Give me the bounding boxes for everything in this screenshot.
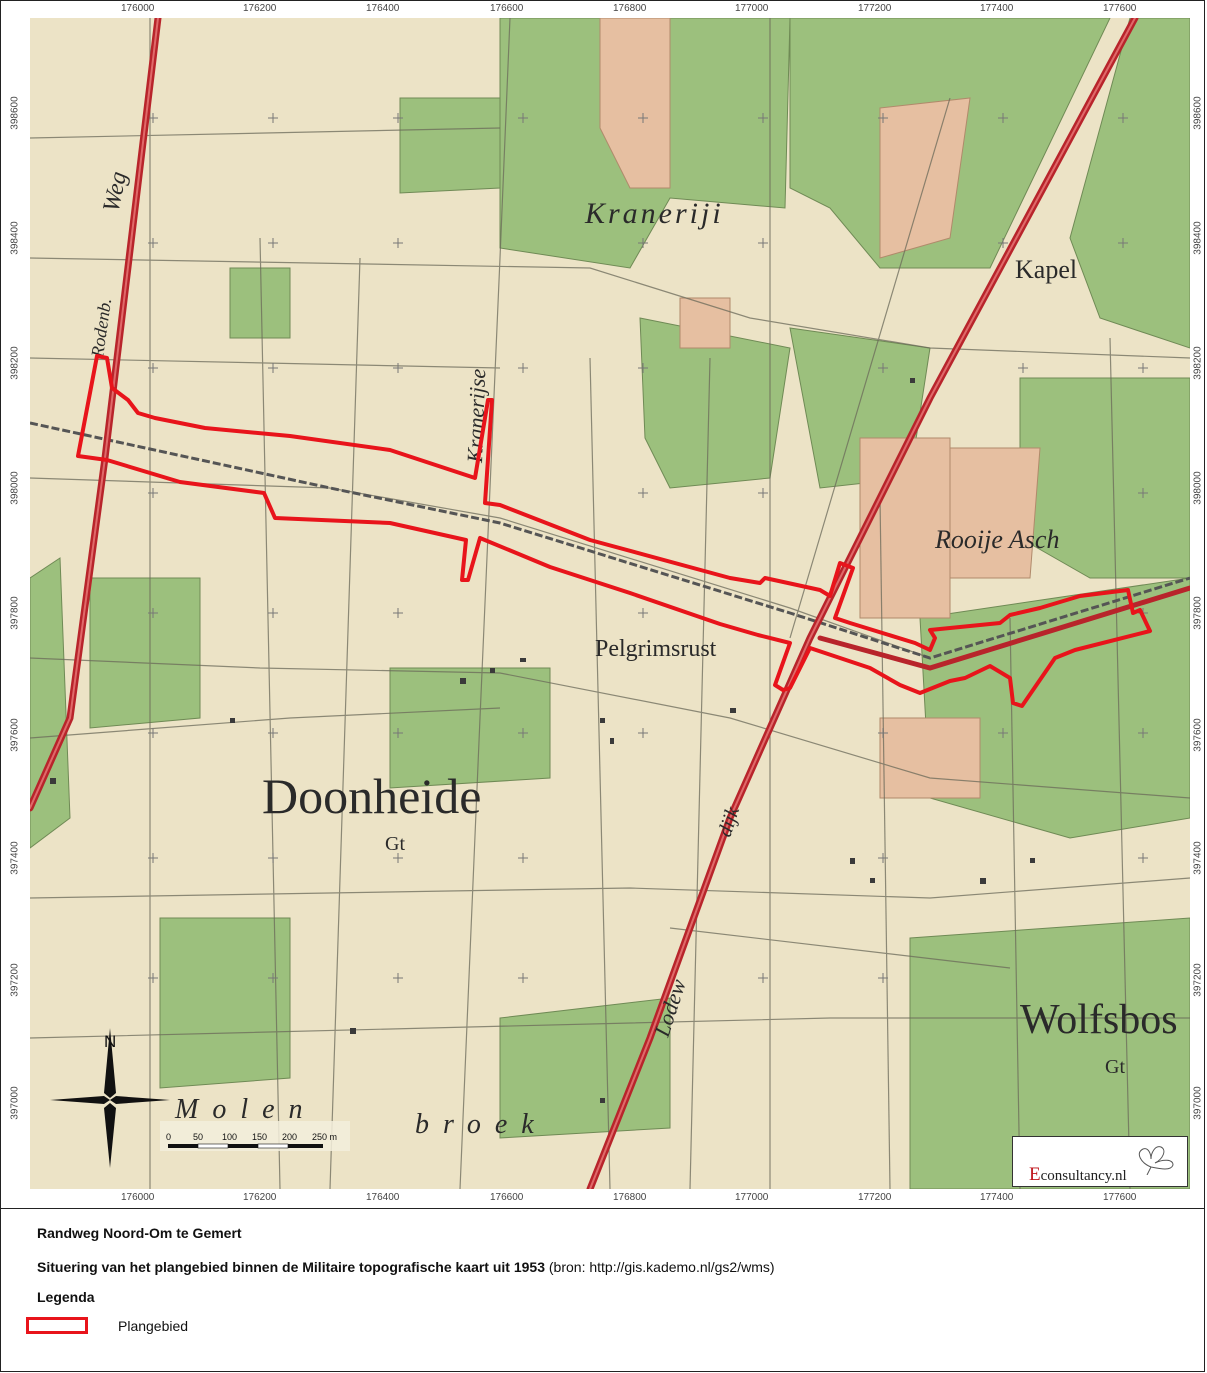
settlement-dots (50, 378, 1035, 1103)
y-tick-right: 398600 (1192, 96, 1204, 130)
scale-bar: 0 50 100 150 200 250 m (160, 1121, 350, 1151)
scale-label-250: 250 m (312, 1132, 337, 1142)
y-tick-right: 397800 (1192, 596, 1204, 630)
y-tick-right: 397400 (1192, 841, 1204, 875)
place-labels: Kraneriji Kapel Rooije Asch Pelgrimsrust… (87, 169, 1178, 1140)
main-roads (30, 18, 1190, 1189)
x-tick-bottom: 176000 (121, 1192, 155, 1203)
legend-subtitle: Situering van het plangebied binnen de M… (37, 1259, 775, 1275)
plangebied-boundary[interactable] (76, 354, 1152, 708)
x-tick-top: 176800 (613, 3, 647, 14)
y-tick-left: 398000 (9, 471, 21, 505)
label-molen: Molen (174, 1094, 317, 1125)
y-tick-left: 397200 (9, 963, 21, 997)
label-doonheide: Doonheide (262, 768, 481, 824)
plangebied-label: Plangebied (118, 1318, 189, 1334)
label-broek: broek (415, 1109, 548, 1140)
scale-label-100: 100 (222, 1132, 237, 1142)
railway-line (30, 421, 1190, 660)
x-tick-bottom: 177000 (735, 1192, 769, 1203)
y-tick-left: 397400 (9, 841, 21, 875)
scale-label-150: 150 (252, 1132, 267, 1142)
x-tick-top: 176400 (366, 3, 400, 14)
topographic-map[interactable]: Kraneriji Kapel Rooije Asch Pelgrimsrust… (30, 18, 1190, 1189)
logo-text: Econsultancy.nl (1029, 1164, 1127, 1185)
y-tick-right: 397600 (1192, 718, 1204, 752)
y-tick-right: 398400 (1192, 221, 1204, 255)
y-tick-right: 398000 (1192, 471, 1204, 505)
x-tick-top: 177400 (980, 3, 1014, 14)
heath-areas (599, 18, 1041, 799)
label-gt-2: Gt (1105, 1056, 1125, 1078)
y-tick-left: 398600 (9, 96, 21, 130)
x-tick-bottom: 176600 (490, 1192, 524, 1203)
econsultancy-logo: Econsultancy.nl (1012, 1136, 1188, 1187)
scale-label-50: 50 (193, 1132, 203, 1142)
y-tick-left: 397800 (9, 596, 21, 630)
x-tick-bottom: 176800 (613, 1192, 647, 1203)
north-arrow (50, 1028, 170, 1168)
north-label: N (104, 1032, 117, 1051)
y-tick-left: 397600 (9, 718, 21, 752)
label-rooije-asch: Rooije Asch (934, 525, 1059, 554)
y-tick-left: 397000 (9, 1086, 21, 1120)
x-tick-bottom: 177200 (858, 1192, 892, 1203)
x-tick-bottom: 177600 (1103, 1192, 1137, 1203)
legend-title: Randweg Noord-Om te Gemert (37, 1225, 242, 1241)
x-tick-top: 177600 (1103, 3, 1137, 14)
scale-label-200: 200 (282, 1132, 297, 1142)
label-wolfsbos: Wolfsbos (1020, 997, 1178, 1043)
x-tick-top: 176600 (490, 3, 524, 14)
x-tick-top: 176200 (243, 3, 277, 14)
x-tick-bottom: 177400 (980, 1192, 1014, 1203)
y-tick-right: 397000 (1192, 1086, 1204, 1120)
clover-icon (1138, 1146, 1174, 1175)
grid-crosses (148, 113, 1148, 983)
y-tick-right: 398200 (1192, 346, 1204, 380)
y-tick-left: 398400 (9, 221, 21, 255)
label-kraneriji: Kraneriji (584, 197, 724, 230)
map-frame (0, 0, 1205, 1209)
label-kapel: Kapel (1015, 255, 1077, 284)
plangebied-swatch (26, 1317, 88, 1334)
label-gt-1: Gt (385, 833, 405, 855)
scale-label-0: 0 (166, 1132, 171, 1142)
legend-heading: Legenda (37, 1289, 95, 1305)
x-tick-top: 176000 (121, 3, 155, 14)
x-tick-bottom: 176200 (243, 1192, 277, 1203)
x-tick-bottom: 176400 (366, 1192, 400, 1203)
y-tick-left: 398200 (9, 346, 21, 380)
legend-panel (0, 1209, 1205, 1372)
x-tick-top: 177200 (858, 3, 892, 14)
label-pelgrimsrust: Pelgrimsrust (595, 636, 717, 662)
y-tick-right: 397200 (1192, 963, 1204, 997)
x-tick-top: 177000 (735, 3, 769, 14)
